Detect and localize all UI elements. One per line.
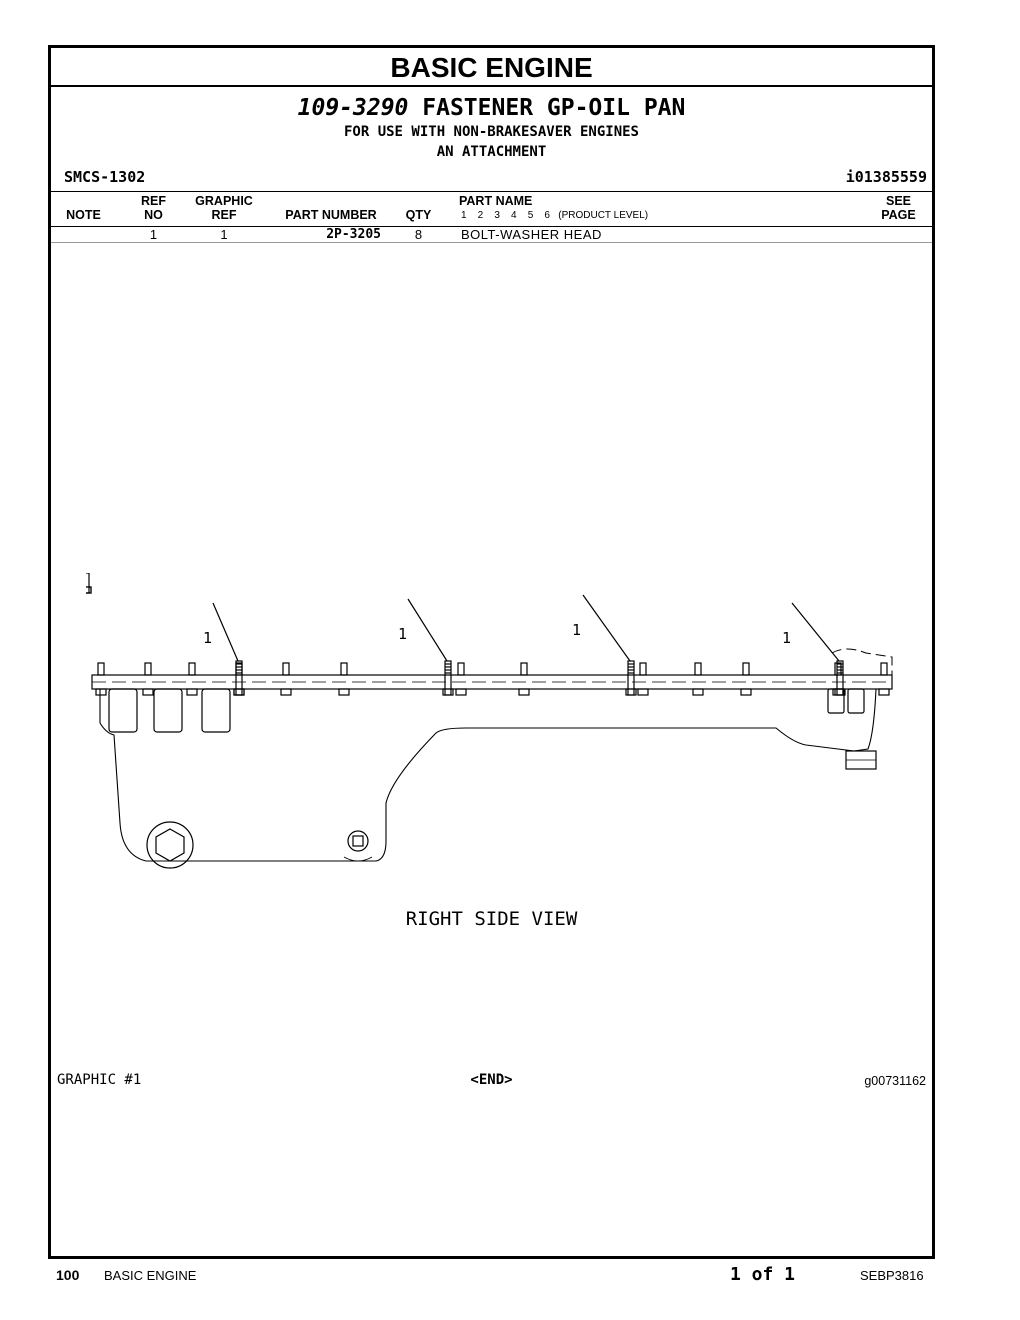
usage-line-2: AN ATTACHMENT <box>436 144 547 160</box>
pan-pocket <box>108 688 138 733</box>
callout-leader <box>212 602 239 662</box>
callout-label: 1 <box>782 629 791 647</box>
callout-leader <box>582 594 631 662</box>
hidden-corner-line <box>831 648 893 675</box>
col-qty: QTY <box>405 208 432 222</box>
pan-pocket <box>153 688 183 733</box>
graphic-code: g00731162 <box>864 1074 926 1088</box>
section-title: BASIC ENGINE <box>51 48 932 87</box>
drain-plug-boss <box>146 821 194 869</box>
callout-label: 1 <box>203 629 212 647</box>
group-header: 109-3290 FASTENER GP-OIL PAN FOR USE WIT… <box>51 94 932 162</box>
drain-plug <box>155 828 185 862</box>
pan-outline <box>99 688 877 862</box>
col-graphic-ref-bottom: REF <box>211 208 237 222</box>
doc-number: SEBP3816 <box>860 1268 924 1283</box>
row-graphic-ref: 1 <box>220 227 228 242</box>
pan-pocket <box>847 688 865 714</box>
col-note: NOTE <box>66 208 101 222</box>
row-qty: 8 <box>414 227 423 242</box>
pan-pocket <box>201 688 231 733</box>
callout-label: 1 <box>398 625 407 643</box>
usage-line-1: FOR USE WITH NON-BRAKESAVER ENGINES <box>343 124 639 140</box>
group-title: 109-3290 FASTENER GP-OIL PAN <box>51 94 932 122</box>
col-graphic-ref-top: GRAPHIC <box>195 194 253 208</box>
info-id: i01385559 <box>845 168 927 186</box>
parts-table-header: NOTE REF NO GRAPHIC REF PART NUMBER QTY … <box>51 191 932 227</box>
col-see-page-top: SEE <box>885 194 911 208</box>
level-sensor <box>347 830 369 852</box>
end-marker: <END> <box>470 1072 513 1088</box>
bolt-washer-head <box>86 573 846 696</box>
row-ref-no: 1 <box>149 227 158 242</box>
callout-leader <box>791 602 840 662</box>
smcs-code: SMCS-1302 <box>64 168 146 186</box>
col-ref-no-top: REF <box>141 194 166 208</box>
callout-label: 1 <box>572 621 581 639</box>
row-part-name: BOLT-WASHER HEAD <box>461 227 602 242</box>
level-sensor-core <box>352 835 364 847</box>
graphic-id: GRAPHIC #1 <box>57 1072 142 1088</box>
col-part-number: PART NUMBER <box>285 208 377 222</box>
row-part-number: 2P-3205 <box>326 227 381 242</box>
callout-leader <box>407 598 448 662</box>
page-frame: BASIC ENGINE 109-3290 FASTENER GP-OIL PA… <box>48 45 935 1259</box>
page-footer: 100 BASIC ENGINE 1 of 1 SEBP3816 <box>0 1264 1020 1294</box>
page-of: 1 of 1 <box>730 1264 796 1285</box>
level-sensor-mark <box>343 856 373 862</box>
table-row: 1 1 2P-3205 8 BOLT-WASHER HEAD <box>51 226 932 243</box>
pan-pocket <box>827 688 845 714</box>
group-number: 109-3290 <box>297 95 409 121</box>
footer-section: BASIC ENGINE <box>104 1268 197 1283</box>
oil-pan-drawing: 1 1 1 1 <box>86 573 893 869</box>
page-number: 100 <box>56 1267 80 1283</box>
col-see-page-bottom: PAGE <box>881 208 916 222</box>
view-label: RIGHT SIDE VIEW <box>405 908 578 930</box>
col-ref-no-bottom: NO <box>144 208 163 222</box>
group-name: FASTENER GP-OIL PAN <box>422 95 686 121</box>
col-product-levels: 1 2 3 4 5 6 (PRODUCT LEVEL) <box>461 210 649 221</box>
col-part-name: PART NAME <box>459 194 533 208</box>
